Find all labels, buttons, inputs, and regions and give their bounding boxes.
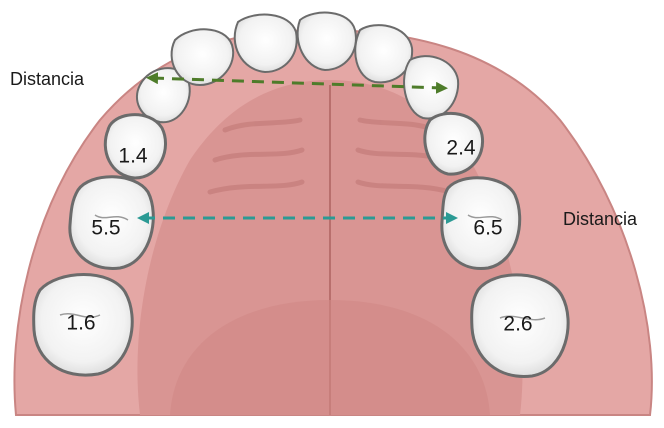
tooth-label-2-4: 2.4 — [446, 138, 475, 159]
tooth-label-1-6: 1.6 — [66, 313, 95, 334]
tooth-22 — [355, 25, 412, 82]
distance-label-top: Distancia — [10, 70, 84, 88]
tooth-label-2-6: 2.6 — [503, 314, 532, 335]
tooth-label-5-5: 5.5 — [91, 218, 120, 239]
tooth-label-6-5: 6.5 — [473, 218, 502, 239]
distance-label-middle: Distancia — [563, 210, 637, 228]
tooth-label-1-4: 1.4 — [118, 146, 147, 167]
